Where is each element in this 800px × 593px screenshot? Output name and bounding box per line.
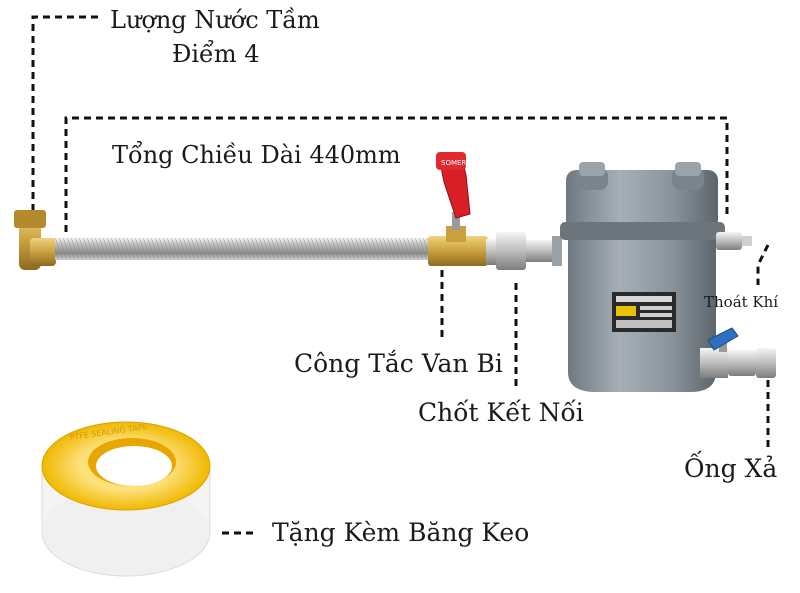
- brass-elbow: [14, 210, 56, 270]
- drain-pipe-label: Ống Xả: [684, 454, 778, 483]
- drain-valve: [700, 327, 776, 378]
- ball-valve-label: Công Tắc Van Bi: [294, 349, 503, 378]
- free-tape-label: Tặng Kèm Băng Keo: [272, 518, 530, 547]
- ball-valve: SOMER: [428, 152, 488, 266]
- total-length-label: Tổng Chiều Dài 440mm: [112, 141, 401, 169]
- leader-lines: [31, 15, 770, 535]
- water-amount-label: Lượng Nước Tầm: [110, 6, 320, 34]
- water-amount-label-line2: Điểm 4: [172, 40, 260, 68]
- leader-air-vent: [756, 244, 770, 285]
- connector-pin-label: Chốt Kết Nối: [418, 398, 584, 427]
- connector-fitting: [486, 232, 562, 270]
- leader-water-amount: [31, 15, 98, 210]
- air-vent-label: Thoát Khí: [704, 293, 779, 311]
- steam-trap: [560, 162, 752, 392]
- ptfe-tape-roll: PTFE SEALING TAPE: [41, 421, 211, 577]
- leader-total-length: [64, 116, 729, 232]
- braided-hose: [55, 238, 430, 260]
- svg-text:SOMER: SOMER: [441, 159, 466, 167]
